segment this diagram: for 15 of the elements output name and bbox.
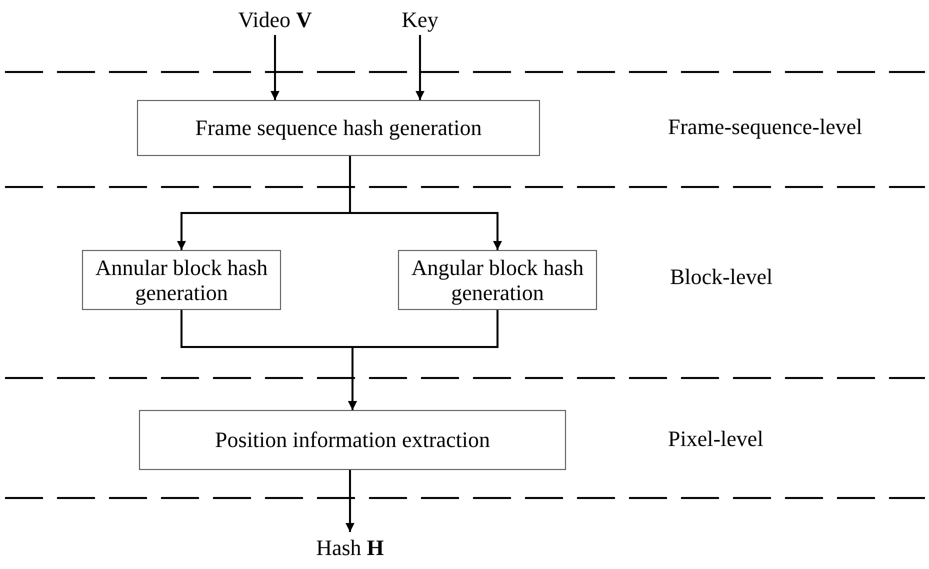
level-label: Frame-sequence-level	[668, 114, 862, 140]
process-box: Frame sequence hash generation	[137, 100, 540, 156]
arrow	[416, 35, 424, 100]
level-label: Block-level	[670, 264, 773, 290]
process-box: Angular block hash generation	[398, 250, 597, 310]
io-label: Key	[380, 4, 460, 35]
process-box: Position information extraction	[139, 410, 566, 470]
arrow	[346, 470, 354, 532]
arrow	[348, 310, 498, 410]
io-label: Hash H	[300, 532, 400, 564]
io-label: Video V	[215, 4, 335, 35]
level-label: Pixel-level	[668, 426, 764, 452]
process-box: Annular block hash generation	[82, 250, 281, 310]
arrow	[349, 156, 502, 250]
arrow	[270, 35, 280, 100]
